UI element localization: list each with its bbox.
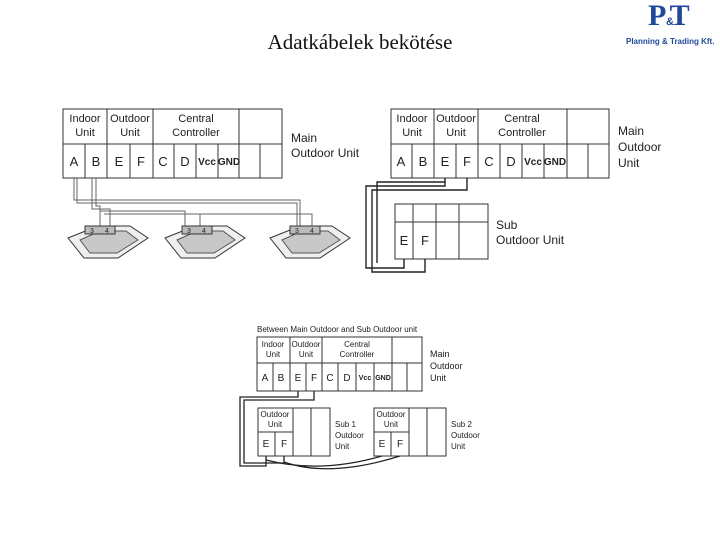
d2-terminal-c: C xyxy=(484,154,493,169)
indoor-unit-2: 3 4 xyxy=(164,225,246,259)
d2-sub-terminal-f: F xyxy=(421,233,429,248)
d3-terminal-d: D xyxy=(343,373,350,384)
d3-sub2-header-unit: Unit xyxy=(384,420,399,429)
d2-header-outdoor: Outdoor xyxy=(436,113,476,125)
sub-outdoor-block xyxy=(394,203,489,260)
d3-terminal-c: C xyxy=(326,373,333,384)
company-logo: P T & Planning & Trading Kft. xyxy=(620,0,720,48)
d3-caption: Between Main Outdoor and Sub Outdoor uni… xyxy=(257,325,418,334)
d3-sub1-header-unit: Unit xyxy=(268,420,283,429)
diagram-1 xyxy=(62,108,283,179)
iu3-terminal-4: 4 xyxy=(310,228,314,235)
d1-terminal-c: C xyxy=(158,154,167,169)
iu2-terminal-3: 3 xyxy=(187,228,191,235)
d2-sub-label-outdoor-unit: Outdoor Unit xyxy=(496,233,565,247)
d3-sub1-label-unit: Unit xyxy=(335,442,350,451)
d3-terminal-gnd: GND xyxy=(375,375,391,382)
d3-terminal-b: B xyxy=(278,373,285,384)
diagram-3 xyxy=(256,336,447,457)
d3-header-central: Central xyxy=(344,340,370,349)
d2-sub-label-sub: Sub xyxy=(496,218,518,232)
logo-tagline: Planning & Trading Kft. xyxy=(626,37,715,46)
d1-label-outdoor-unit: Outdoor Unit xyxy=(291,146,360,160)
logo-mark: P T xyxy=(648,0,690,32)
d3-terminal-a: A xyxy=(262,373,269,384)
d2-terminal-a: A xyxy=(397,154,406,169)
d1-label-main: Main xyxy=(291,131,317,145)
d2-sub-terminal-e: E xyxy=(400,233,409,248)
d1-data-cables xyxy=(73,178,313,226)
d2-terminal-f: F xyxy=(463,154,471,169)
d3-header-outdoor-unit: Unit xyxy=(299,350,314,359)
d3-sub2-label-outdoor: Outdoor xyxy=(451,431,480,440)
diagram-2 xyxy=(390,108,610,260)
d2-label-main: Main xyxy=(618,124,644,138)
d1-header-outdoor-unit: Unit xyxy=(120,127,140,139)
d3-sub1-header-outdoor: Outdoor xyxy=(261,410,290,419)
indoor-unit-1: 3 4 xyxy=(67,225,149,259)
d1-header-outdoor: Outdoor xyxy=(110,113,150,125)
d1-terminal-b: B xyxy=(92,154,101,169)
d3-terminal-f: F xyxy=(311,373,317,384)
d1-terminal-f: F xyxy=(137,154,145,169)
d1-terminal-gnd: GND xyxy=(218,157,240,168)
d1-terminal-e: E xyxy=(115,154,124,169)
d3-label-unit: Unit xyxy=(430,373,447,383)
d3-sub1-label-name: Sub 1 xyxy=(335,420,356,429)
iu2-terminal-4: 4 xyxy=(202,228,206,235)
d3-label-main: Main xyxy=(430,349,450,359)
d2-header-outdoor-unit: Unit xyxy=(446,127,466,139)
d1-terminal-vcc: Vcc xyxy=(198,157,216,168)
d1-terminal-d: D xyxy=(180,154,189,169)
d3-label-outdoor: Outdoor xyxy=(430,361,463,371)
d3-sub1-terminal-f: F xyxy=(281,439,287,450)
d2-label-outdoor: Outdoor xyxy=(618,140,661,154)
terminal-block-3 xyxy=(256,336,423,392)
d3-header-indoor-unit: Unit xyxy=(266,350,281,359)
indoor-unit-3: 3 4 xyxy=(269,225,351,259)
d1-header-indoor-unit: Unit xyxy=(75,127,95,139)
d3-sub2-label-name: Sub 2 xyxy=(451,420,472,429)
iu3-terminal-3: 3 xyxy=(295,228,299,235)
d1-terminal-a: A xyxy=(70,154,79,169)
iu1-terminal-4: 4 xyxy=(105,228,109,235)
d2-header-indoor: Indoor xyxy=(396,113,428,125)
d3-sub2-header-outdoor: Outdoor xyxy=(377,410,406,419)
d2-data-cables xyxy=(365,178,468,273)
slide-title: Adatkábelek bekötése xyxy=(267,30,453,54)
d1-header-controller: Controller xyxy=(172,127,220,139)
d2-header-controller: Controller xyxy=(498,127,546,139)
d3-header-controller: Controller xyxy=(340,350,375,359)
d3-sub2-terminal-f: F xyxy=(397,439,403,450)
d2-header-indoor-unit: Unit xyxy=(402,127,422,139)
d3-header-indoor: Indoor xyxy=(262,340,285,349)
d2-terminal-d: D xyxy=(506,154,515,169)
d2-header-central: Central xyxy=(504,113,539,125)
d2-terminal-gnd: GND xyxy=(544,157,566,168)
d2-terminal-b: B xyxy=(419,154,428,169)
d3-sub2-terminal-e: E xyxy=(379,439,386,450)
d3-sub1-label-outdoor: Outdoor xyxy=(335,431,364,440)
d3-terminal-e: E xyxy=(295,373,302,384)
iu1-terminal-3: 3 xyxy=(90,228,94,235)
d1-header-central: Central xyxy=(178,113,213,125)
d3-data-cables xyxy=(239,391,401,470)
d2-terminal-vcc: Vcc xyxy=(524,157,542,168)
d3-sub1-terminal-e: E xyxy=(263,439,270,450)
d1-header-indoor: Indoor xyxy=(69,113,101,125)
d3-terminal-vcc: Vcc xyxy=(359,375,372,382)
d2-terminal-e: E xyxy=(441,154,450,169)
d2-label-unit: Unit xyxy=(618,156,640,170)
logo-ampersand: & xyxy=(666,16,674,28)
d3-header-outdoor: Outdoor xyxy=(292,340,321,349)
d3-sub2-label-unit: Unit xyxy=(451,442,466,451)
